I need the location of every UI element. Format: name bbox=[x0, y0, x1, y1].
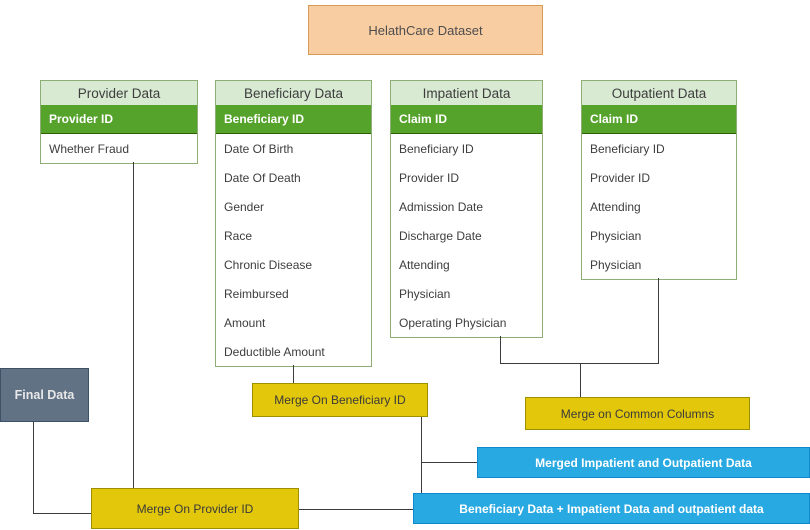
node-label: Merge On Provider ID bbox=[136, 501, 254, 516]
table-key-row: Claim ID bbox=[391, 105, 542, 134]
connector-branch-to-merged-io bbox=[421, 462, 477, 463]
table-provider-data: Provider Data Provider ID Whether Fraud bbox=[40, 80, 198, 164]
table-key-row: Provider ID bbox=[41, 105, 197, 134]
table-row: Whether Fraud bbox=[41, 134, 197, 163]
connector-join-to-merge-common bbox=[580, 363, 581, 397]
connector-final-data-down bbox=[33, 422, 34, 513]
node-merged-impatient-outpatient: Merged Impatient and Outpatient Data bbox=[477, 447, 810, 478]
table-row: Chronic Disease bbox=[216, 250, 371, 279]
connector-beneficiary-to-merge-beneficiary bbox=[293, 365, 294, 383]
table-row: Gender bbox=[216, 192, 371, 221]
table-title: Beneficiary Data bbox=[216, 81, 371, 105]
table-row: Beneficiary ID bbox=[582, 134, 736, 163]
table-row: Race bbox=[216, 221, 371, 250]
table-row: Provider ID bbox=[582, 163, 736, 192]
connector-merge-provider-to-result bbox=[299, 509, 413, 510]
connector-final-data-to-merge-provider bbox=[33, 513, 91, 514]
node-label: Merge on Common Columns bbox=[560, 406, 715, 421]
table-row: Physician bbox=[391, 279, 542, 308]
table-row: Physician bbox=[582, 221, 736, 250]
node-label: Final Data bbox=[14, 388, 75, 402]
node-merge-on-beneficiary-id: Merge On Beneficiary ID bbox=[252, 383, 428, 417]
table-title: Impatient Data bbox=[391, 81, 542, 105]
connector-provider-to-merge-provider bbox=[133, 162, 134, 488]
connector-outpatient-down bbox=[658, 278, 659, 363]
table-row: Physician bbox=[582, 250, 736, 279]
table-row: Deductible Amount bbox=[216, 337, 371, 366]
table-row: Provider ID bbox=[391, 163, 542, 192]
table-row: Beneficiary ID bbox=[391, 134, 542, 163]
connector-impatient-outpatient-join bbox=[500, 363, 659, 364]
table-row: Date Of Death bbox=[216, 163, 371, 192]
node-label: Merged Impatient and Outpatient Data bbox=[535, 455, 752, 470]
node-beneficiary-impatient-outpatient: Beneficiary Data + Impatient Data and ou… bbox=[413, 493, 810, 524]
node-healthcare-dataset: HelathCare Dataset bbox=[308, 5, 543, 55]
connector-impatient-down bbox=[500, 336, 501, 363]
table-row: Attending bbox=[582, 192, 736, 221]
table-key-row: Claim ID bbox=[582, 105, 736, 134]
node-label: Merge On Beneficiary ID bbox=[274, 393, 406, 407]
node-merge-on-provider-id: Merge On Provider ID bbox=[91, 488, 299, 529]
table-title: Outpatient Data bbox=[582, 81, 736, 105]
table-rows: Whether Fraud bbox=[41, 134, 197, 163]
table-row: Discharge Date bbox=[391, 221, 542, 250]
node-final-data: Final Data bbox=[0, 368, 89, 422]
node-merge-on-common-columns: Merge on Common Columns bbox=[525, 397, 750, 430]
table-row: Admission Date bbox=[391, 192, 542, 221]
node-label: Beneficiary Data + Impatient Data and ou… bbox=[459, 501, 764, 516]
table-row: Amount bbox=[216, 308, 371, 337]
table-row: Attending bbox=[391, 250, 542, 279]
table-row: Reimbursed bbox=[216, 279, 371, 308]
table-row: Date Of Birth bbox=[216, 134, 371, 163]
table-row: Operating Physician bbox=[391, 308, 542, 337]
connector-merge-beneficiary-to-result bbox=[421, 417, 422, 493]
table-beneficiary-data: Beneficiary Data Beneficiary ID Date Of … bbox=[215, 80, 372, 367]
table-key-row: Beneficiary ID bbox=[216, 105, 371, 134]
table-title: Provider Data bbox=[41, 81, 197, 105]
node-label: HelathCare Dataset bbox=[368, 22, 483, 38]
